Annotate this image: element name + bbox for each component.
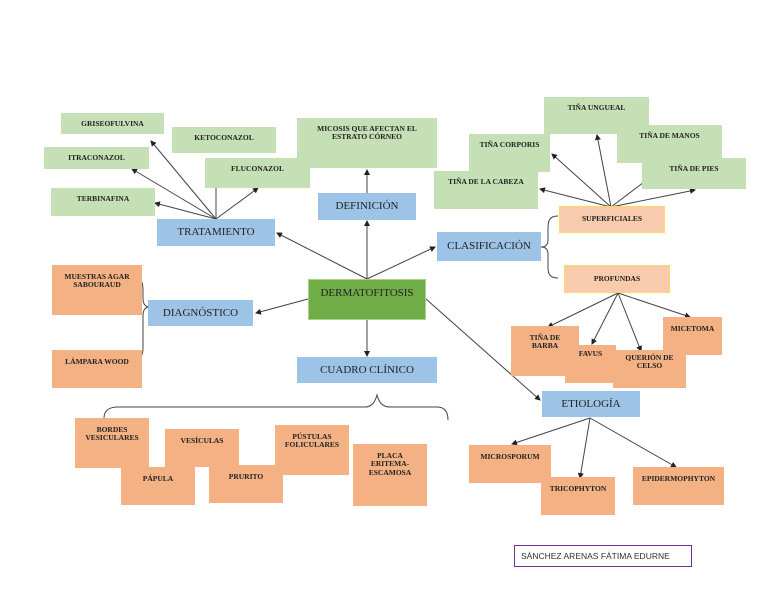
cuadro-clinico-item: BORDES VESICULARES	[75, 418, 149, 468]
category-cuadro-clinico: CUADRO CLÍNICO	[297, 357, 437, 383]
central-node-label: DERMATOFITOSIS	[320, 287, 414, 299]
tratamiento-item: ITRACONAZOL	[44, 147, 149, 169]
profundas-item: MICETOMA	[663, 317, 722, 355]
subcategory-profundas: PROFUNDAS	[564, 265, 670, 293]
tratamiento-item: GRISEOFULVINA	[61, 113, 164, 134]
superficiales-item: TIÑA DE MANOS	[617, 125, 722, 163]
tratamiento-item: KETOCONAZOL	[172, 127, 276, 153]
author-signature: SÁNCHEZ ARENAS FÁTIMA EDURNE	[514, 545, 692, 567]
definicion-text: MICOSIS QUE AFECTAN EL ESTRATO CÓRNEO	[297, 118, 437, 168]
cuadro-clinico-item: PLACA ERITEMA-ESCAMOSA	[353, 444, 427, 506]
diagnostico-item: MUESTRAS AGAR SABOURAUD	[52, 265, 142, 315]
author-name: SÁNCHEZ ARENAS FÁTIMA EDURNE	[521, 551, 670, 561]
cuadro-clinico-item: PRURITO	[209, 465, 283, 503]
superficiales-item: TIÑA DE LA CABEZA	[434, 171, 538, 209]
brace-clasificacion	[540, 215, 559, 279]
etiologia-item: TRICOPHYTON	[541, 477, 615, 515]
category-definicion: DEFINICIÓN	[318, 193, 416, 220]
category-tratamiento: TRATAMIENTO	[157, 219, 275, 246]
etiologia-item: EPIDERMOPHYTON	[633, 467, 724, 505]
tratamiento-item: TERBINAFINA	[51, 188, 155, 216]
arrow-to-clasificacion	[366, 246, 436, 280]
central-node: DERMATOFITOSIS	[308, 279, 426, 320]
brace-cuadro-clinico	[103, 393, 449, 421]
cuadro-clinico-item: PÁPULA	[121, 467, 195, 505]
cuadro-clinico-item: PÚSTULAS FOLICULARES	[275, 425, 349, 475]
superficiales-item: TIÑA DE PIES	[642, 158, 746, 189]
profundas-item: QUERIÓN DE CELSO	[613, 350, 686, 388]
arrow-to-diagnostico	[255, 298, 309, 315]
cuadro-clinico-item: VESÍCULAS	[165, 429, 239, 467]
diagnostico-item: LÁMPARA WOOD	[52, 350, 142, 388]
subcategory-superficiales: SUPERFICIALES	[559, 206, 665, 233]
category-diagnostico: DIAGNÓSTICO	[148, 300, 253, 326]
category-etiologia: ETIOLOGÍA	[542, 391, 640, 417]
arrow-to-tratamiento	[276, 232, 368, 280]
profundas-item: FAVUS	[565, 345, 616, 383]
superficiales-item: TIÑA CORPORIS	[469, 134, 550, 172]
category-clasificacion: CLASIFICACIÓN	[437, 232, 541, 261]
tratamiento-item: FLUCONAZOL	[205, 158, 310, 188]
etiologia-item: MICROSPORUM	[469, 445, 551, 483]
